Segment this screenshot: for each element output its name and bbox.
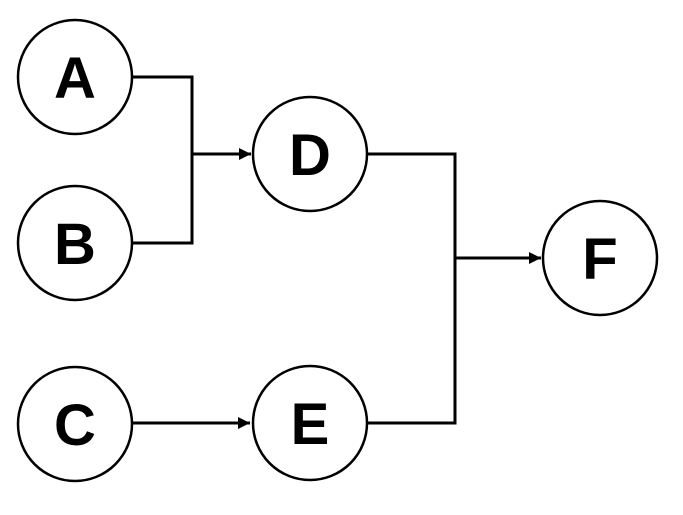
node-E-label: E: [291, 392, 330, 457]
node-F: F: [541, 199, 659, 317]
node-C: C: [16, 365, 134, 483]
edge-group-de-to-f: [367, 152, 541, 425]
node-B-label: B: [54, 212, 96, 277]
node-C-circle: [16, 365, 134, 483]
node-A-label: A: [54, 46, 96, 111]
node-A-circle: [16, 18, 134, 136]
node-D: D: [251, 95, 369, 213]
node-E-circle: [251, 364, 369, 482]
node-B-circle: [16, 184, 134, 302]
node-F-circle: [541, 199, 659, 317]
node-F-label: F: [582, 227, 617, 292]
node-C-label: C: [54, 393, 96, 458]
node-D-circle: [251, 95, 369, 213]
edge-group-ab-to-d: [132, 75, 251, 245]
node-B: B: [16, 184, 134, 302]
node-A: A: [16, 18, 134, 136]
node-D-label: D: [289, 123, 331, 188]
node-E: E: [251, 364, 369, 482]
